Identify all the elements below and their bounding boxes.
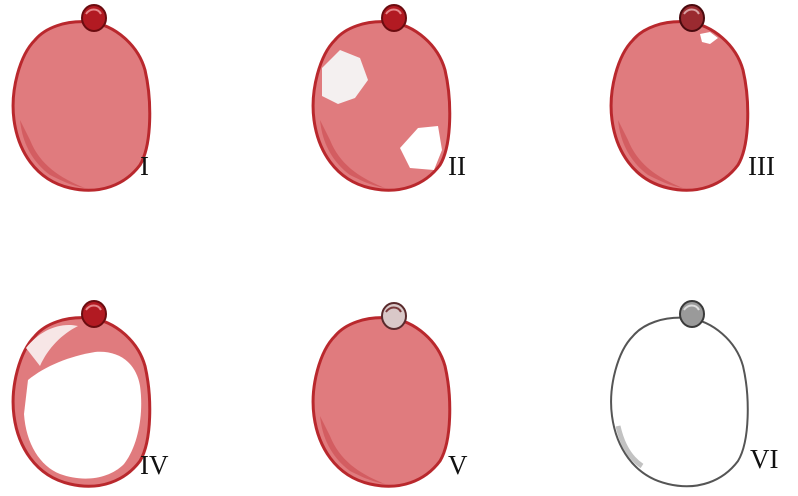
panel-iv: IV (0, 296, 180, 496)
panel-label-i: I (140, 153, 149, 180)
panel-vi: VI (598, 296, 778, 496)
panel-v: V (300, 296, 480, 496)
panel-label-iv: IV (140, 452, 169, 479)
panel-iii: III (598, 0, 778, 200)
heart-outline-i (0, 0, 180, 200)
panel-label-iii: III (748, 153, 775, 180)
panel-ii: II (300, 0, 480, 200)
panel-label-vi: VI (750, 446, 779, 473)
panel-label-ii: II (448, 153, 466, 180)
panel-i: I (0, 0, 180, 200)
panel-label-v: V (448, 452, 468, 479)
